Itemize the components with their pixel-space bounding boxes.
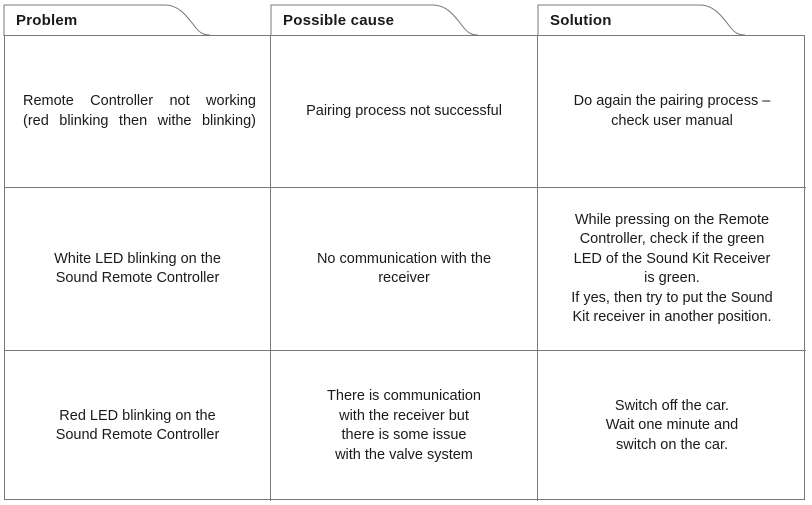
table-cell-cause: No communication with the receiver bbox=[271, 188, 538, 351]
table-cell-solution: Switch off the car. Wait one minute and … bbox=[605, 397, 739, 453]
tab-shape-problem bbox=[3, 4, 211, 36]
table-cell-solution: Do again the pairing process – check use… bbox=[538, 36, 806, 188]
column-header-solution: Solution bbox=[550, 12, 612, 29]
table-cell-solution: While pressing on the Remote Controller,… bbox=[538, 188, 806, 351]
column-header-possible-cause: Possible cause bbox=[283, 12, 395, 29]
table-cell-cause: Pairing process not successful bbox=[271, 36, 538, 188]
tab-shape-solution bbox=[537, 4, 746, 36]
column-header-problem: Problem bbox=[16, 12, 78, 29]
tab-shape-possible-cause bbox=[270, 4, 479, 36]
table-cell-problem: White LED blinking on the Sound Remote C… bbox=[5, 188, 271, 351]
table-cell-cause: There is communication with the receiver… bbox=[271, 351, 538, 501]
header-tabs bbox=[3, 4, 746, 36]
problem-text: Remote Controller not working (red blink… bbox=[23, 93, 256, 129]
table-cell-problem: Remote Controller not working (red blink… bbox=[5, 36, 271, 188]
table-cell-problem: Red LED blinking on the Sound Remote Con… bbox=[5, 351, 271, 501]
troubleshooting-table: Remote Controller not working (red blink… bbox=[4, 35, 806, 501]
